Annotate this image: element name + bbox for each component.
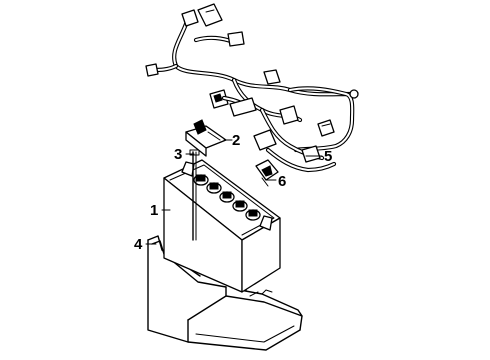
callout-3: 3 <box>174 146 182 163</box>
battery-tray <box>147 235 303 351</box>
battery-terminals <box>181 161 273 231</box>
hold-down-clamp <box>185 119 227 157</box>
callout-6: 6 <box>278 173 286 190</box>
callout-4: 4 <box>134 236 143 253</box>
hold-down-rod <box>189 149 200 241</box>
callout-1: 1 <box>150 202 158 219</box>
callout-leaders <box>145 139 323 245</box>
callout-5: 5 <box>324 148 332 165</box>
battery-cell-caps <box>193 174 261 221</box>
terminal-clamp <box>255 159 279 187</box>
callout-2: 2 <box>232 132 240 149</box>
callout-numbers: 2 3 1 4 5 6 <box>134 132 332 253</box>
battery <box>163 159 281 293</box>
